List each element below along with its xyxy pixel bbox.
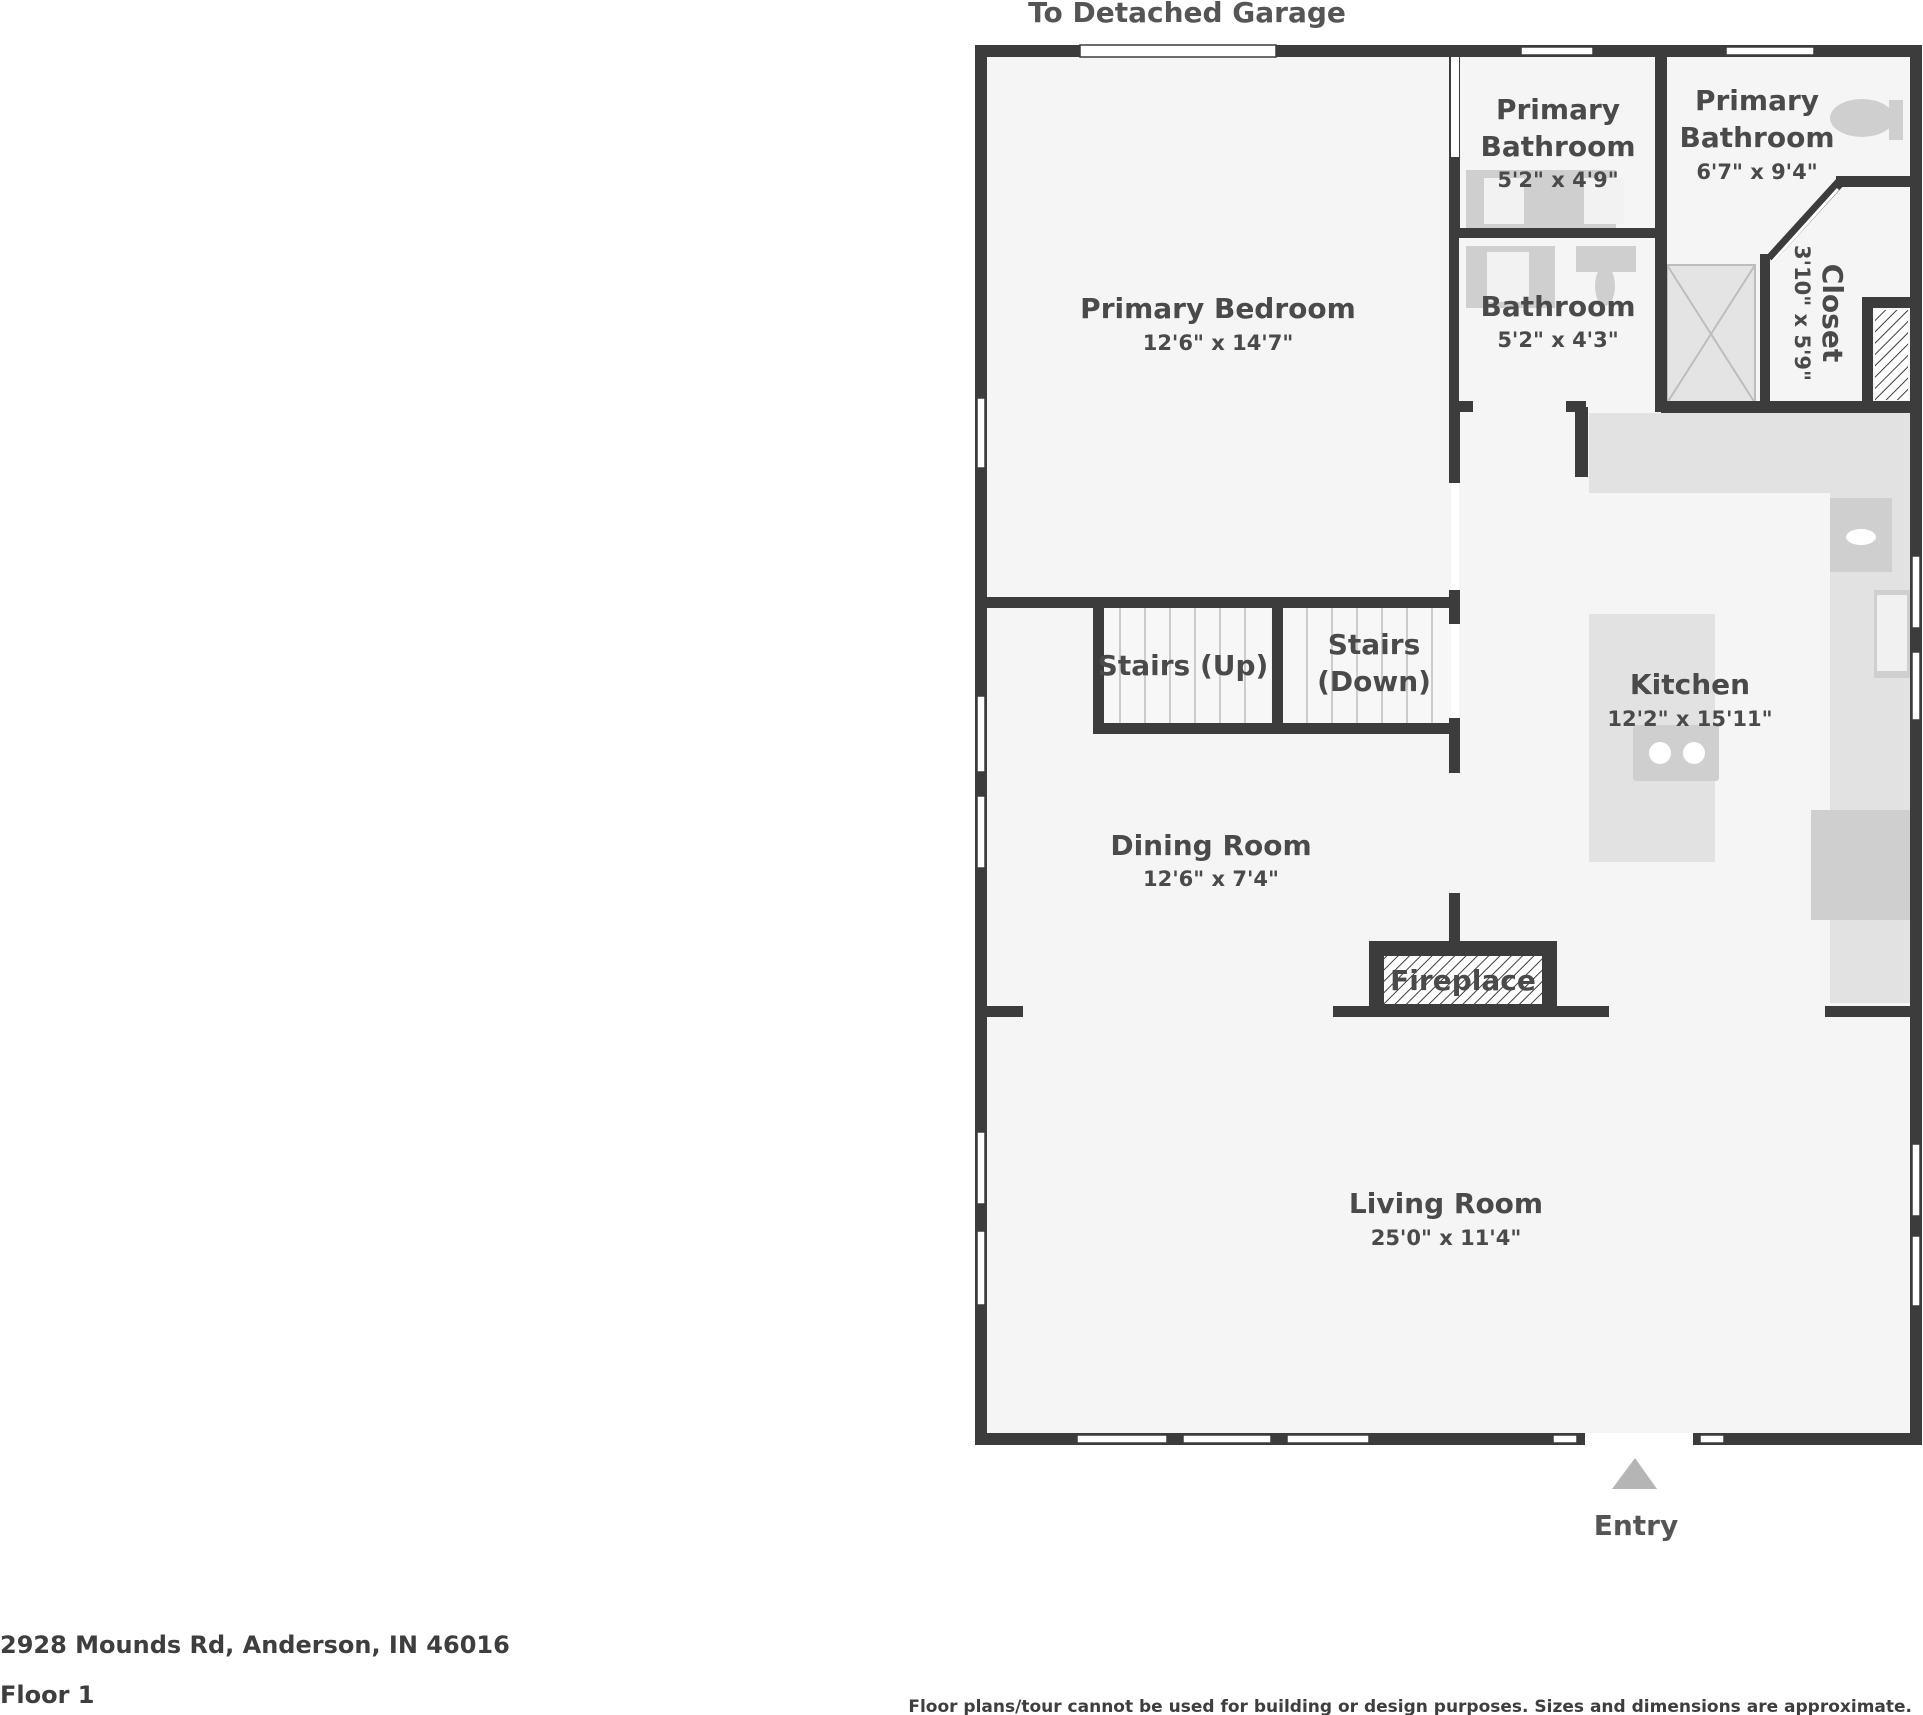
primary-bath-large-name-2: Bathroom xyxy=(1679,121,1834,154)
dining-room-name: Dining Room xyxy=(1110,829,1311,862)
stairs xyxy=(1096,608,1453,728)
floor-area xyxy=(983,55,1912,1435)
walls xyxy=(975,45,1922,1445)
toilet-icon xyxy=(1830,99,1894,137)
disclaimer-text: Floor plans/tour cannot be used for buil… xyxy=(908,1697,1912,1715)
bathroom-dims: 5'2" x 4'3" xyxy=(1497,328,1618,352)
closet-dims: 3'10" x 5'9" xyxy=(1790,245,1814,381)
windows xyxy=(976,44,1921,1445)
primary-bedroom-name: Primary Bedroom xyxy=(1080,292,1356,325)
primary-bath-large-name-1: Primary xyxy=(1695,84,1819,117)
primary-bath-small-name-2: Bathroom xyxy=(1480,130,1635,163)
living-room-dims: 25'0" x 11'4" xyxy=(1371,1226,1522,1250)
bathroom-name: Bathroom xyxy=(1480,290,1635,323)
fireplace-name: Fireplace xyxy=(1390,964,1536,997)
stairs-down-name-1: Stairs xyxy=(1328,628,1421,661)
closet-name: Closet xyxy=(1816,264,1849,362)
floor-label: Floor 1 xyxy=(0,1681,95,1709)
fireplace-hearth xyxy=(1384,956,1542,1004)
cooktop-icon xyxy=(1633,725,1719,781)
refrigerator-icon xyxy=(1811,810,1910,920)
entry-arrow-icon xyxy=(1612,1458,1657,1489)
primary-bath-small-dims: 5'2" x 4'9" xyxy=(1497,168,1618,192)
stairs-down-name-2: (Down) xyxy=(1317,665,1431,698)
garage-label: To Detached Garage xyxy=(1028,0,1346,29)
kitchen-dims: 12'2" x 15'11" xyxy=(1607,707,1772,731)
kitchen-counters xyxy=(1589,413,1910,1003)
entry-label: Entry xyxy=(1594,1509,1679,1542)
primary-bath-small-name-1: Primary xyxy=(1496,93,1620,126)
closet-shelf xyxy=(1875,310,1908,400)
entry-door xyxy=(1585,1433,1693,1445)
living-room-name: Living Room xyxy=(1349,1187,1543,1220)
kitchen-name: Kitchen xyxy=(1630,668,1750,701)
dining-room-dims: 12'6" x 7'4" xyxy=(1143,867,1279,891)
stairs-up-name: Stairs (Up) xyxy=(1098,649,1269,682)
address-text: 2928 Mounds Rd, Anderson, IN 46016 xyxy=(0,1631,510,1659)
primary-bedroom-dims: 12'6" x 14'7" xyxy=(1143,331,1294,355)
bathroom-fixtures xyxy=(1466,99,1903,404)
primary-bath-large-dims: 6'7" x 9'4" xyxy=(1696,160,1817,184)
